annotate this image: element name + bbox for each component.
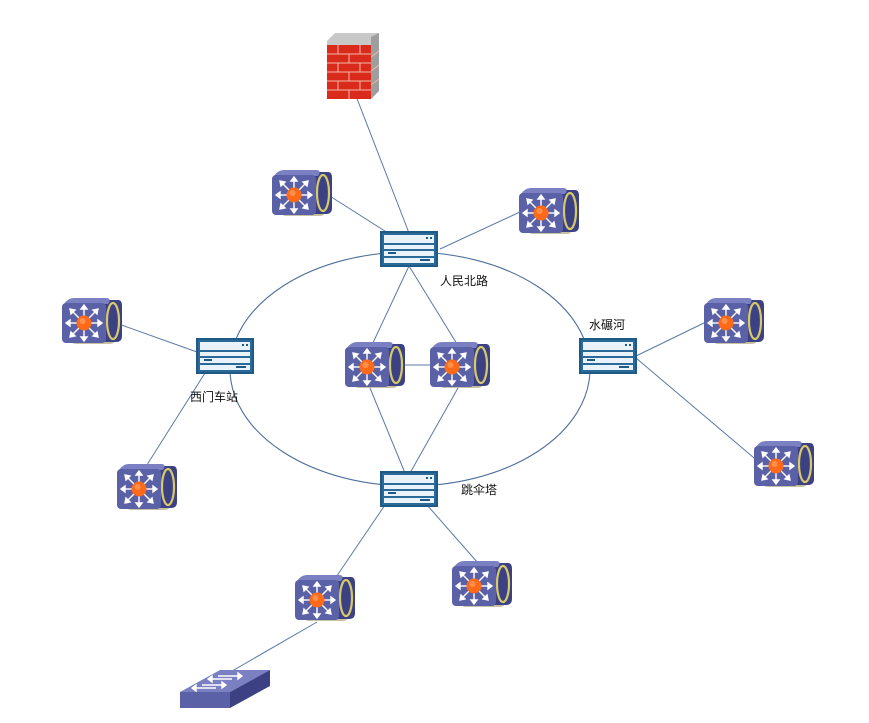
link-center-right-tiaosan <box>409 387 459 474</box>
router-icon[interactable] <box>380 471 438 507</box>
router-icon[interactable] <box>196 338 254 374</box>
layer3-switch-icon[interactable] <box>517 186 581 236</box>
link-renmin-center-left <box>370 265 410 348</box>
link-tiaosan-switch-sr <box>426 504 479 564</box>
layer3-switch-icon[interactable] <box>702 296 766 346</box>
firewall-icon[interactable] <box>327 33 380 99</box>
layer3-switch-icon[interactable] <box>270 168 334 218</box>
link-shuinian-switch-east <box>635 321 707 357</box>
layer3-switch-icon[interactable] <box>450 559 514 609</box>
label-renmin: 人民北路 <box>440 273 488 288</box>
link-switch-west-ximen <box>112 321 198 353</box>
link-switch-sl-access <box>219 621 318 679</box>
layer3-switch-icon[interactable] <box>428 340 492 390</box>
link-center-left-tiaosan <box>369 387 406 474</box>
layer3-switch-icon[interactable] <box>60 296 124 346</box>
label-tiaosan: 跳伞塔 <box>461 482 497 497</box>
link-firewall-renmin <box>355 95 410 234</box>
access-switch-icon[interactable] <box>180 670 270 708</box>
link-switch-sw-ximen <box>144 372 206 469</box>
link-renmin-center-right <box>408 265 458 345</box>
link-tiaosan-switch-sl <box>329 504 386 587</box>
router-icon[interactable] <box>380 231 438 267</box>
layer3-switch-icon[interactable] <box>115 462 179 512</box>
router-icon[interactable] <box>579 338 637 374</box>
label-shuinian: 水碾河 <box>589 318 625 332</box>
layer3-switch-icon[interactable] <box>752 439 816 489</box>
link-switch-nw-renmin <box>324 192 389 234</box>
ring-backbone <box>229 251 591 487</box>
label-ximen: 西门车站 <box>190 389 238 404</box>
layer3-switch-icon[interactable] <box>293 573 357 623</box>
layer3-switch-icon[interactable] <box>343 340 407 390</box>
link-shuinian-switch-se <box>635 357 761 464</box>
link-switch-ne-renmin <box>439 211 521 250</box>
